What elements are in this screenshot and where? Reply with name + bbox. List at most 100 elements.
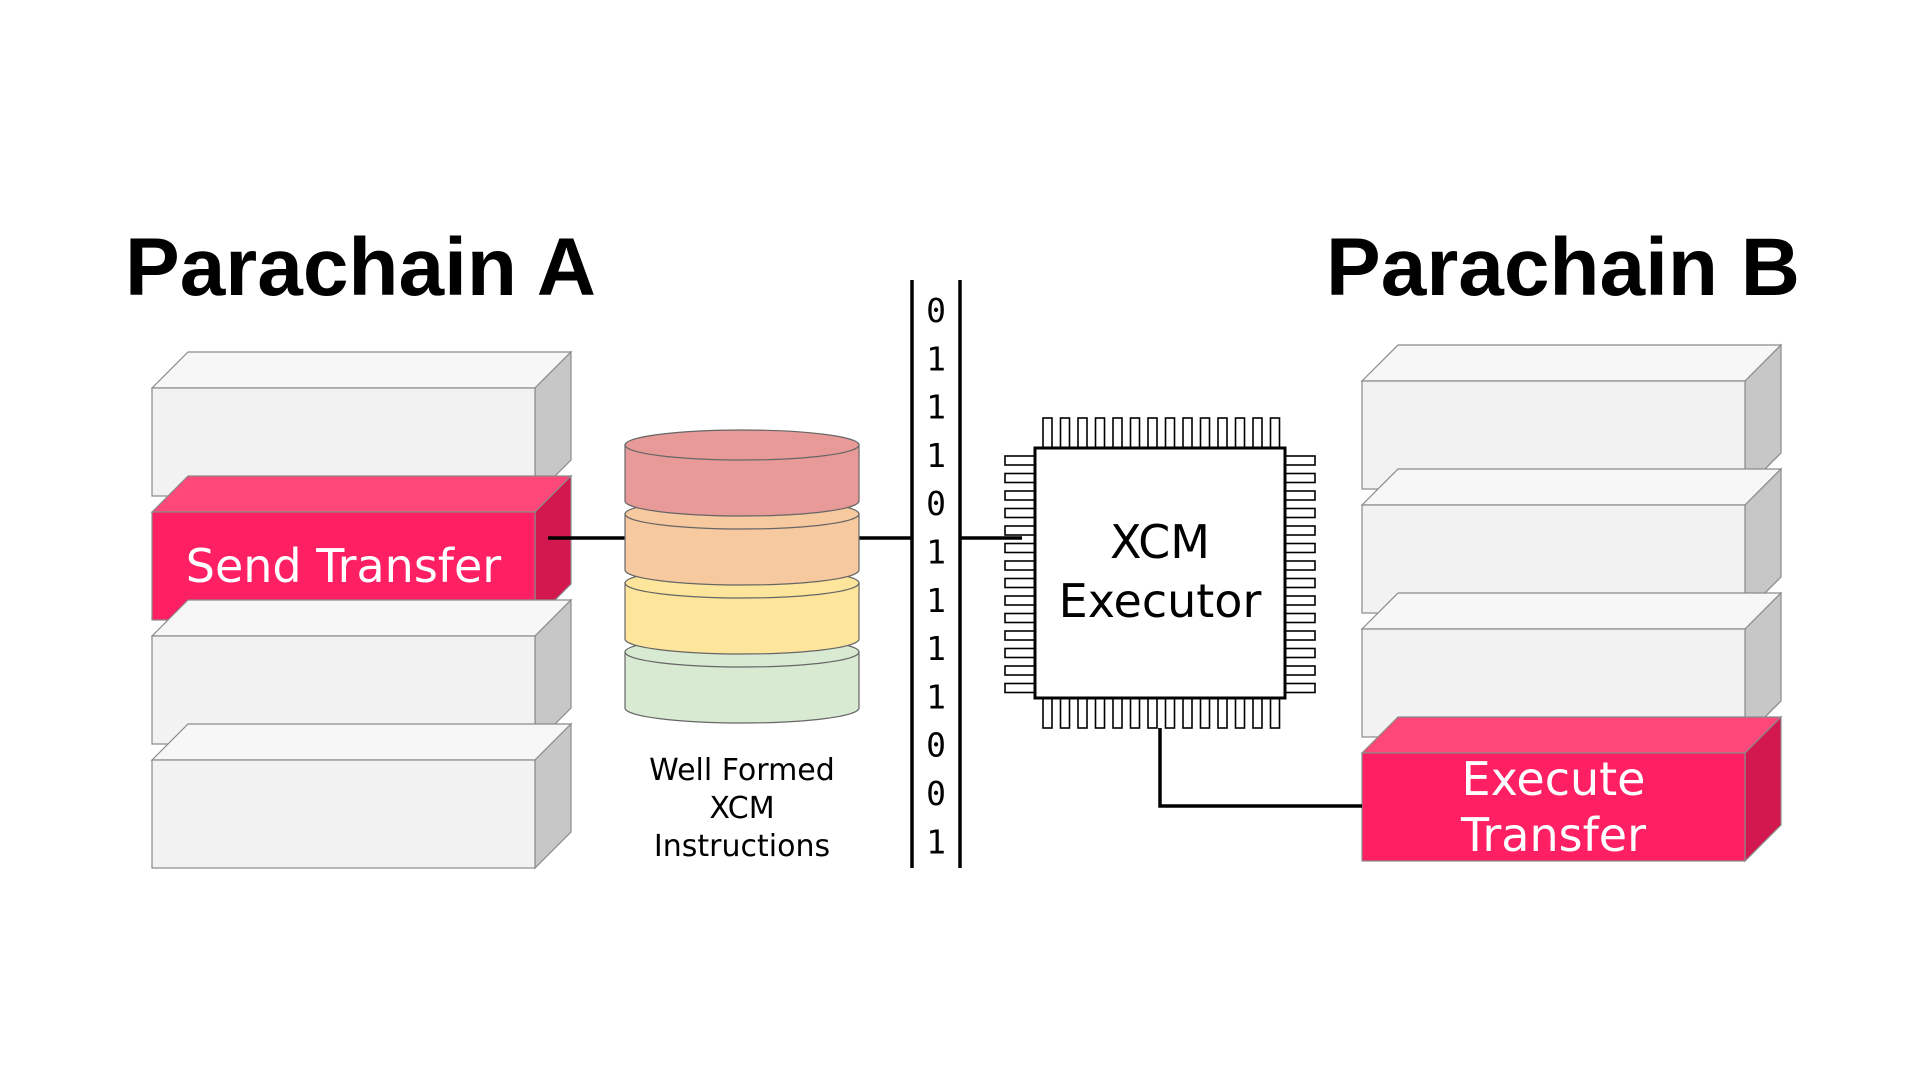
parachain-b-title: Parachain B bbox=[1326, 222, 1800, 313]
chip-pin bbox=[1094, 697, 1106, 729]
message-caption-line-3: Instructions bbox=[654, 829, 830, 864]
block-top-face bbox=[1360, 468, 1783, 506]
parachain-a-block-2: Send Transfer bbox=[150, 474, 573, 622]
bit-8: 1 bbox=[926, 629, 946, 668]
chip-pin bbox=[1004, 630, 1036, 641]
chip-pin bbox=[1004, 647, 1036, 659]
chip-pin bbox=[1199, 417, 1211, 449]
xcm-executor-chip: XCM Executor bbox=[1004, 417, 1316, 729]
chip-pin bbox=[1004, 455, 1036, 466]
chip-pin bbox=[1004, 525, 1036, 536]
bit-11: 0 bbox=[926, 774, 946, 813]
chip-pin bbox=[1269, 697, 1281, 729]
chip-pin bbox=[1284, 472, 1316, 484]
block-top-face bbox=[150, 723, 573, 761]
chip-pin bbox=[1004, 507, 1036, 519]
chip-pin bbox=[1147, 417, 1158, 449]
parachain-a-block-3 bbox=[150, 598, 573, 746]
layer-top bbox=[624, 429, 860, 461]
bit-6: 1 bbox=[926, 533, 946, 572]
chip-pin bbox=[1004, 577, 1036, 589]
chip-pin bbox=[1284, 630, 1316, 641]
parachain-b-block-label: Transfer bbox=[1460, 808, 1646, 862]
message-caption-line-1: Well Formed bbox=[649, 753, 835, 788]
parachain-a-block-1 bbox=[150, 350, 573, 498]
chip-pin bbox=[1217, 697, 1228, 729]
chip-pin bbox=[1252, 417, 1263, 449]
bit-4: 1 bbox=[926, 436, 946, 475]
chip-pin bbox=[1269, 417, 1281, 449]
chip-pin bbox=[1004, 490, 1036, 501]
bit-9: 1 bbox=[926, 677, 946, 716]
chip-pin bbox=[1112, 697, 1123, 729]
chip-pin bbox=[1129, 417, 1141, 449]
chip-pin bbox=[1112, 417, 1123, 449]
block-front-face bbox=[151, 759, 536, 869]
parachain-a-title: Parachain A bbox=[125, 222, 596, 313]
block-top-face bbox=[1360, 592, 1783, 630]
chip-pin bbox=[1234, 697, 1246, 729]
chip-pin bbox=[1004, 665, 1036, 676]
chip-pin bbox=[1164, 697, 1176, 729]
chip-pin bbox=[1284, 577, 1316, 589]
chip-pin bbox=[1284, 595, 1316, 606]
parachain-a-block-label: Send Transfer bbox=[186, 539, 502, 593]
chip-pin bbox=[1284, 455, 1316, 466]
bit-2: 1 bbox=[926, 339, 946, 378]
block-top-face bbox=[1360, 344, 1783, 382]
chip-pin bbox=[1284, 647, 1316, 659]
bit-5: 0 bbox=[926, 484, 946, 523]
parachain-b-block-3 bbox=[1360, 591, 1783, 739]
chip-pin bbox=[1284, 507, 1316, 519]
chip-pin bbox=[1284, 525, 1316, 536]
chip-pin bbox=[1182, 417, 1193, 449]
chip-pin bbox=[1284, 490, 1316, 501]
chip-pin bbox=[1129, 697, 1141, 729]
chip-pin bbox=[1004, 682, 1036, 694]
chip-pin bbox=[1094, 417, 1106, 449]
chip-pin bbox=[1199, 697, 1211, 729]
bit-3: 1 bbox=[926, 388, 946, 427]
chip-pin bbox=[1164, 417, 1176, 449]
chip-pin bbox=[1284, 665, 1316, 676]
chip-pin bbox=[1077, 697, 1088, 729]
message-layer-1 bbox=[624, 429, 860, 517]
chip-pin bbox=[1284, 612, 1316, 624]
parachain-a-block-stack: Send Transfer bbox=[150, 350, 573, 870]
layer-body bbox=[624, 582, 860, 655]
chip-pin bbox=[1004, 542, 1036, 554]
chip-pin bbox=[1284, 542, 1316, 554]
executor-label-line-1: XCM bbox=[1110, 515, 1210, 569]
chip-pin bbox=[1004, 472, 1036, 484]
chip-pin bbox=[1182, 697, 1193, 729]
connector-executor-to-execute bbox=[1158, 728, 1362, 808]
block-top-face bbox=[150, 599, 573, 637]
parachain-b-block-1 bbox=[1360, 343, 1783, 491]
chip-pin bbox=[1284, 560, 1316, 571]
bit-10: 0 bbox=[926, 726, 946, 765]
bit-7: 1 bbox=[926, 581, 946, 620]
layer-body bbox=[624, 651, 860, 724]
chip-pin bbox=[1059, 417, 1071, 449]
bit-1: 0 bbox=[926, 291, 946, 330]
chip-pin bbox=[1284, 682, 1316, 694]
chip-pin bbox=[1147, 697, 1158, 729]
chip-pin bbox=[1042, 417, 1053, 449]
chip-pin bbox=[1042, 697, 1053, 729]
chip-pin bbox=[1004, 595, 1036, 606]
block-top-face bbox=[150, 475, 573, 513]
chip-pin bbox=[1004, 612, 1036, 624]
message-caption-line-2: XCM bbox=[709, 791, 774, 826]
chip-pin bbox=[1004, 560, 1036, 571]
chip-pin bbox=[1234, 417, 1246, 449]
chip-pin bbox=[1059, 697, 1071, 729]
layer-body bbox=[624, 513, 860, 586]
block-top-face bbox=[1360, 716, 1783, 754]
parachain-a-block-4 bbox=[150, 722, 573, 870]
parachain-b-block-label: Execute bbox=[1462, 752, 1646, 806]
chip-pin bbox=[1252, 697, 1263, 729]
